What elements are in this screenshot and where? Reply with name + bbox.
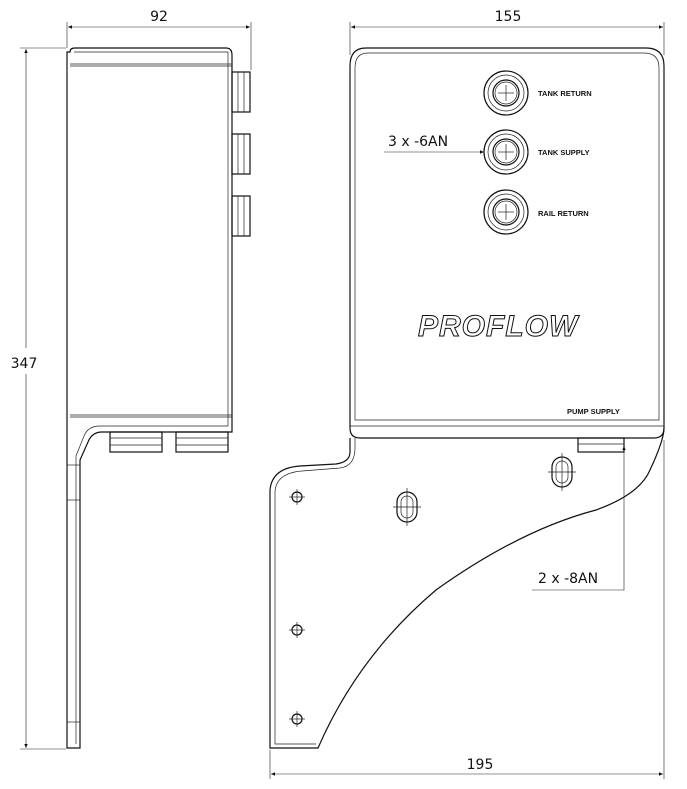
label-rail-return: RAIL RETURN <box>538 209 589 218</box>
mount-hole-1 <box>289 489 305 505</box>
mount-slot-2 <box>548 453 576 491</box>
dim-front-width: 155 <box>495 9 522 25</box>
mount-hole-2 <box>289 622 305 638</box>
bottom-fitting-left <box>109 431 163 453</box>
dim-side-width: 92 <box>150 9 168 25</box>
label-tank-supply: TANK SUPPLY <box>538 148 590 157</box>
label-pump-supply: PUMP SUPPLY <box>567 407 620 416</box>
port-rail-return <box>483 189 529 235</box>
mount-hole-3 <box>289 711 305 727</box>
label-tank-return: TANK RETURN <box>538 89 592 98</box>
side-fitting-middle <box>231 133 251 175</box>
port-tank-supply <box>483 129 529 175</box>
front-view: 155 TANK RETURN TANK SUPPLY <box>269 9 665 779</box>
mount-slot-1 <box>393 488 421 526</box>
side-fitting-bottom <box>231 195 251 237</box>
bottom-fitting-right <box>175 431 229 453</box>
side-fitting-top <box>231 71 251 113</box>
side-view: 92 347 <box>6 9 252 750</box>
dim-bracket-width: 195 <box>467 757 494 773</box>
proflow-logo: PROFLOW <box>418 310 580 343</box>
dim-height: 347 <box>11 356 38 372</box>
pump-supply-fitting <box>577 437 625 453</box>
callout-8an: 2 x -8AN <box>538 571 598 587</box>
callout-6an: 3 x -6AN <box>388 134 448 150</box>
port-tank-return <box>483 70 529 116</box>
